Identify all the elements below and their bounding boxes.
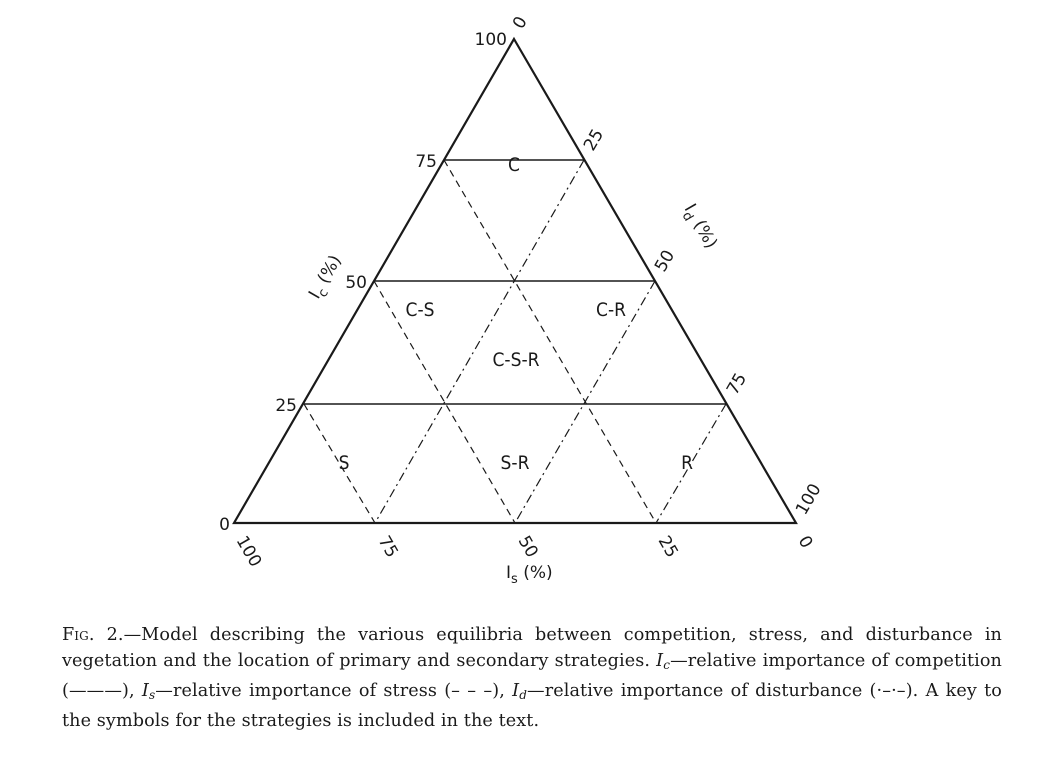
tick-disturbance-75: 75 — [723, 370, 751, 399]
ternary-diagram: 0 25 50 75 100 0 25 50 75 100 100 75 50 … — [219, 13, 826, 587]
caption-ic-main: I — [656, 650, 664, 671]
caption-is-sub: s — [148, 687, 156, 702]
region-label-cr: C-R — [596, 299, 626, 321]
competition-ticks: 0 25 50 75 100 — [219, 30, 507, 535]
caption-id-main: I — [512, 680, 520, 701]
disturbance-line-75 — [655, 403, 727, 524]
tick-disturbance-25: 25 — [580, 126, 608, 155]
caption-text-2: —relative importance of competition (———… — [62, 650, 1002, 701]
axis-title-stress: Is (%) — [506, 563, 553, 587]
tick-disturbance-50: 50 — [651, 247, 679, 276]
region-label-csr: C-S-R — [492, 349, 539, 371]
tick-competition-25: 25 — [275, 396, 297, 416]
caption-id-sub: d — [519, 687, 528, 702]
disturbance-lines — [374, 159, 727, 524]
region-labels: C C-S C-R C-S-R S S-R R — [339, 154, 693, 474]
caption-fig-label: Fig. 2. — [62, 624, 124, 645]
caption-is-main: I — [141, 680, 149, 701]
axis-title-competition: Ic (%) — [305, 252, 349, 305]
tick-competition-0: 0 — [219, 515, 230, 535]
disturbance-line-25 — [374, 159, 585, 524]
caption-ic-sub: c — [663, 657, 671, 672]
caption-text-3: —relative importance of stress (– – –), — [155, 680, 513, 701]
region-label-cs: C-S — [406, 299, 435, 321]
stress-line-50 — [373, 280, 516, 524]
tick-disturbance-0: 0 — [509, 13, 532, 32]
stress-line-25 — [443, 159, 657, 524]
region-label-sr: S-R — [501, 452, 530, 474]
tick-stress-100: 100 — [232, 533, 266, 571]
tick-competition-50: 50 — [345, 273, 367, 293]
disturbance-line-50 — [514, 280, 656, 524]
axis-title-disturbance: Id (%) — [676, 201, 721, 255]
disturbance-ticks: 0 25 50 75 100 — [509, 13, 826, 518]
region-label-s: S — [339, 452, 350, 474]
stress-lines — [303, 159, 657, 524]
caption-text-4: —relative importance of disturbance (·–·… — [62, 680, 1002, 731]
tick-stress-25: 25 — [654, 533, 682, 562]
ternary-svg: 0 25 50 75 100 0 25 50 75 100 100 75 50 … — [219, 13, 826, 587]
region-label-c: C — [508, 154, 520, 176]
tick-stress-0: 0 — [794, 533, 817, 552]
caption-text-1: —Model describing the various equilibria… — [62, 624, 1002, 671]
region-label-r: R — [681, 452, 693, 474]
tick-competition-100: 100 — [475, 30, 507, 50]
tick-stress-50: 50 — [514, 533, 542, 562]
tick-competition-75: 75 — [415, 152, 437, 172]
tick-disturbance-100: 100 — [792, 480, 826, 518]
tick-stress-75: 75 — [374, 533, 402, 562]
figure-caption: Fig. 2.—Model describing the various equ… — [62, 622, 1002, 734]
